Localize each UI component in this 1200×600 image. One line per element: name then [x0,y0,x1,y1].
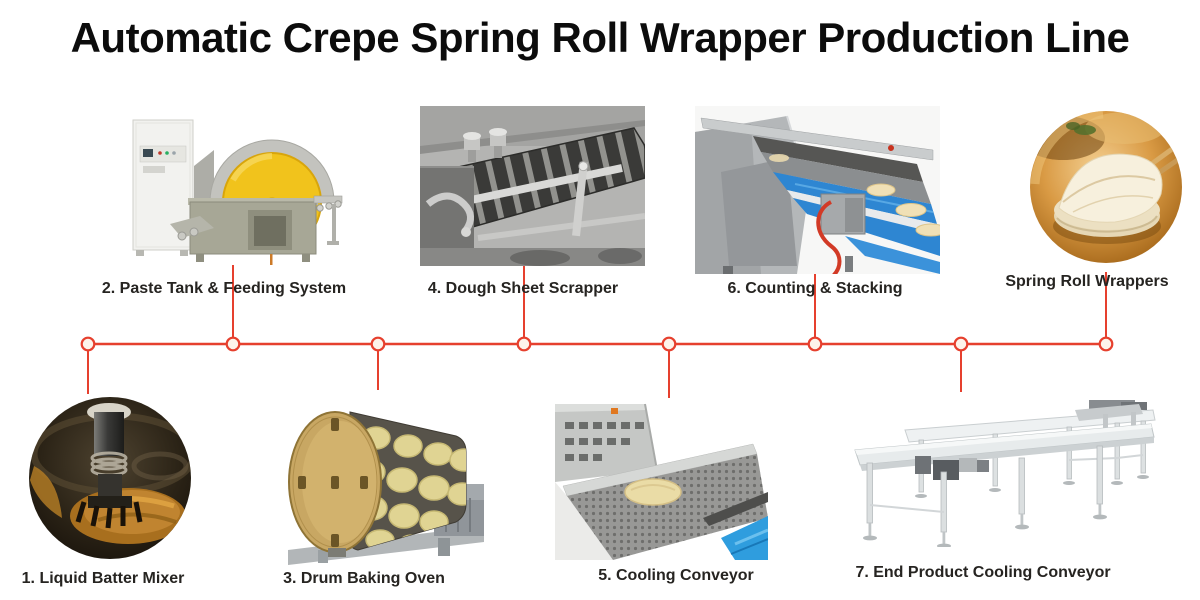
page-title: Automatic Crepe Spring Roll Wrapper Prod… [70,14,1130,61]
station-label-drum-baking-oven: 3. Drum Baking Oven [283,570,445,587]
station-label-dough-sheet-scrapper: 4. Dough Sheet Scrapper [427,280,619,297]
adjust-knobs [463,128,507,162]
station-label-cooling-conveyor: 5. Cooling Conveyor [598,567,754,584]
station-label-spring-roll-wrappers: Spring Roll Wrappers [1005,273,1169,290]
flow-nodes [80,336,1114,352]
station-counting-stacking [695,106,940,274]
cooling-conveyor-image [555,398,768,560]
station-cooling-conveyor [555,398,768,560]
station-spring-roll-wrappers [1029,110,1183,264]
spring-roll-wrappers-image [1030,111,1182,263]
station-label-end-product-cooling-conveyor: 7. End Product Cooling Conveyor [855,564,1111,581]
station-drum-baking-oven [288,398,484,565]
station-liquid-batter-mixer [28,396,192,560]
station-label-liquid-batter-mixer: 1. Liquid Batter Mixer [21,570,185,587]
counting-stacking-image [695,106,940,274]
station-paste-tank-feeding-system [130,108,345,265]
station-label-counting-stacking: 6. Counting & Stacking [727,280,903,297]
drum-baking-oven-image [288,398,484,565]
liquid-batter-mixer-image [29,397,191,559]
station-end-product-cooling-conveyor [853,400,1158,547]
end-product-cooling-conveyor-image [853,400,1158,547]
station-label-paste-tank-feeding-system: 2. Paste Tank & Feeding System [101,280,347,297]
paste-tank-feeding-system-image [130,108,345,265]
station-dough-sheet-scrapper [420,106,645,266]
dough-sheet-scrapper-image [420,106,645,266]
